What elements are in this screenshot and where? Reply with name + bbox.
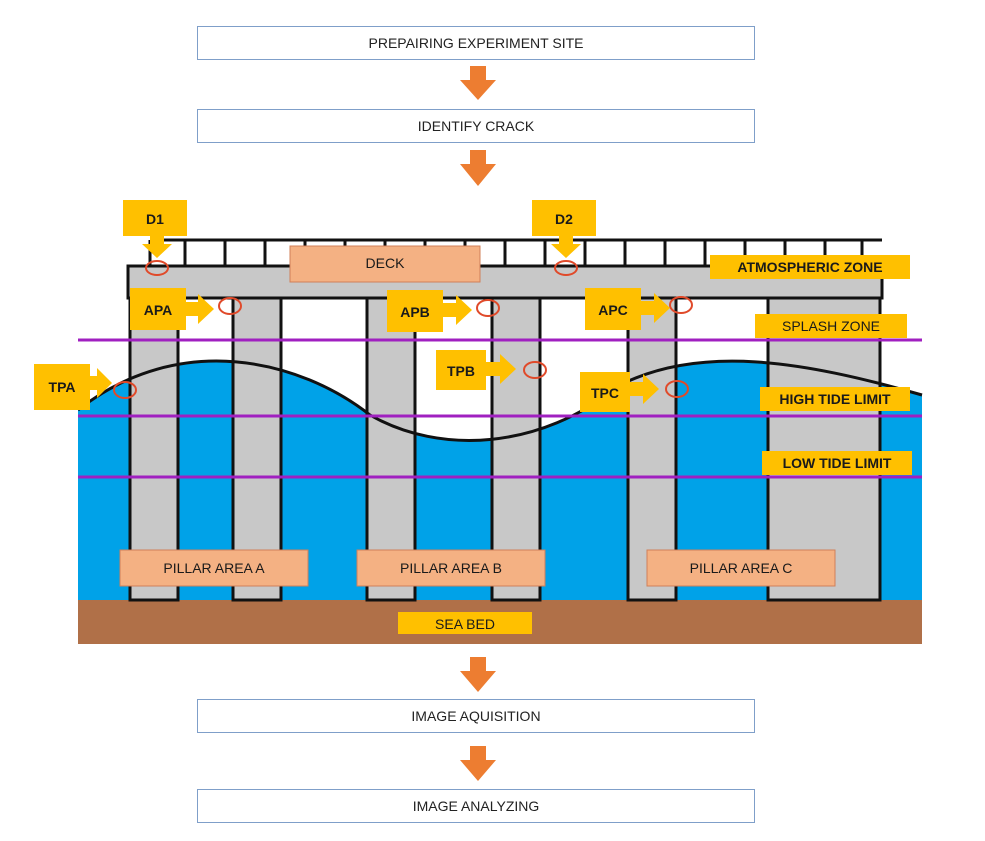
pillar: [128, 293, 180, 602]
tpb-label: TPB: [447, 363, 475, 379]
high-tide-label: HIGH TIDE LIMIT: [779, 391, 891, 407]
pillar-area-a-box: [119, 549, 309, 587]
step-label: IMAGE AQUISITION: [411, 708, 541, 724]
pillar: [626, 293, 678, 602]
sea-bed-label: SEA BED: [435, 616, 495, 632]
crack-markers: [113, 260, 693, 399]
flow-arrows: [460, 66, 496, 781]
splash-zone-box: [755, 314, 907, 338]
pillar: [490, 293, 542, 602]
apb-label: APB: [400, 304, 430, 320]
crack-marker-apc: [669, 296, 693, 314]
pillar: [231, 293, 283, 602]
apc-label: APC: [598, 302, 628, 318]
pillar-area-b-box: [356, 549, 546, 587]
water-surface-line: [77, 359, 923, 442]
pillar-area-c-box: [646, 549, 836, 587]
crack-marker-apa: [218, 297, 242, 315]
step-image-analyzing: IMAGE ANALYZING: [197, 789, 755, 823]
pillar-area-c-label: PILLAR AREA C: [690, 560, 793, 576]
down-arrow-icon: [460, 746, 496, 781]
atmospheric-zone-box: [710, 255, 910, 279]
pillar: [365, 293, 417, 602]
crack-marker-tpa: [113, 381, 137, 399]
splash-zone-label: SPLASH ZONE: [782, 318, 880, 334]
tpc-label: TPC: [591, 385, 619, 401]
crack-marker-d2: [554, 260, 578, 276]
callout-apa: APA: [130, 288, 214, 330]
pillar-area-a-label: PILLAR AREA A: [163, 560, 265, 576]
down-arrow-icon: [460, 66, 496, 100]
callout-d1: D1: [123, 200, 187, 258]
step-identify-crack: IDENTIFY CRACK: [197, 109, 755, 143]
apa-label: APA: [144, 302, 173, 318]
callout-d2: D2: [532, 200, 596, 258]
low-tide-box: [762, 451, 912, 475]
crack-marker-tpb: [523, 361, 547, 379]
sea-bed-label-box: [398, 612, 532, 634]
deck-label: DECK: [366, 255, 406, 271]
step-label: IDENTIFY CRACK: [417, 118, 535, 134]
callout-tpa: TPA: [34, 364, 112, 410]
step-image-aquisition: IMAGE AQUISITION: [197, 699, 755, 733]
callout-tpc: TPC: [580, 372, 659, 412]
low-tide-label: LOW TIDE LIMIT: [783, 455, 892, 471]
step-prepairing-site: PREPAIRING EXPERIMENT SITE: [197, 26, 755, 60]
step-label: PREPAIRING EXPERIMENT SITE: [368, 35, 584, 51]
crack-marker-tpc: [665, 380, 689, 398]
down-arrow-icon: [460, 150, 496, 186]
pillar: [766, 293, 882, 602]
callout-apb: APB: [387, 290, 472, 332]
crack-marker-apb: [476, 299, 500, 317]
deck-label-box: [289, 245, 481, 283]
pillars: [128, 293, 882, 602]
tpa-label: TPA: [49, 379, 76, 395]
callout-apc: APC: [585, 288, 670, 330]
crack-marker-d1: [145, 260, 169, 276]
d2-label: D2: [555, 211, 573, 227]
atmospheric-zone-label: ATMOSPHERIC ZONE: [737, 259, 882, 275]
zone-lines: [78, 338, 922, 479]
d1-label: D1: [146, 211, 164, 227]
pillar-area-b-label: PILLAR AREA B: [400, 560, 502, 576]
down-arrow-icon: [460, 657, 496, 692]
callout-tpb: TPB: [436, 350, 516, 390]
high-tide-box: [760, 387, 910, 411]
step-label: IMAGE ANALYZING: [412, 798, 540, 814]
